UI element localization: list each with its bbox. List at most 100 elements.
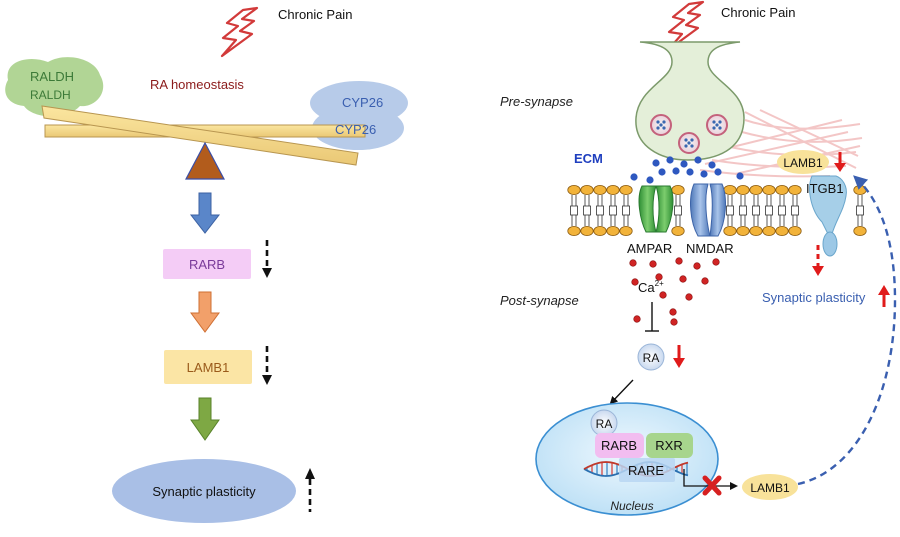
lipid-head — [567, 225, 581, 236]
plasticity-up-indicator — [305, 468, 315, 512]
raldh-label: RALDH — [30, 69, 74, 84]
ecm-fibers — [699, 109, 863, 178]
lipid-head — [762, 184, 776, 195]
itgb1-integrin — [809, 175, 847, 257]
ra-homeostasis-label: RA homeostasis — [150, 77, 244, 92]
lipid-head — [671, 225, 685, 236]
ampar-label: AMPAR — [627, 241, 672, 256]
chronic-pain-label-right: Chronic Pain — [721, 5, 795, 20]
seesaw-plank-tilted — [41, 105, 359, 166]
rarb-down-indicator — [262, 240, 272, 278]
synaptic-vesicles — [650, 114, 728, 154]
blocked-x-icon — [702, 475, 722, 496]
calcium-ions — [629, 257, 720, 326]
lipid-head — [580, 225, 594, 236]
lipid-head — [606, 184, 620, 195]
seesaw — [41, 105, 366, 180]
postsynaptic-membrane — [567, 184, 867, 236]
lipid-head — [593, 225, 607, 236]
synaptic-plasticity-right-label: Synaptic plasticity — [762, 290, 866, 305]
lipid-head — [775, 184, 789, 195]
lipid-head — [606, 225, 620, 236]
lipid-tail-box — [778, 205, 786, 216]
lipid-head — [593, 184, 607, 195]
rarb-nucleus-label: RARB — [601, 438, 637, 453]
lipid-tail-box — [765, 205, 773, 216]
chronic-pain-label: Chronic Pain — [278, 7, 352, 22]
lamb1-product-label: LAMB1 — [750, 481, 790, 495]
lamb1-ecm-label: LAMB1 — [783, 156, 823, 170]
pre-synapse-label: Pre-synapse — [500, 94, 573, 109]
lipid-tail-box — [570, 205, 578, 216]
transcription-arrow — [683, 469, 738, 490]
lamb1-ecm-node: LAMB1 — [777, 150, 829, 174]
raldh-enzyme: RALDH RALDH — [5, 57, 104, 117]
post-synapse-label: Post-synapse — [500, 293, 579, 308]
down-arrow-green-icon — [190, 397, 220, 441]
lamb1-box: LAMB1 — [164, 350, 252, 384]
ra-down-arrow-icon — [673, 345, 685, 368]
nmdar-label: NMDAR — [686, 241, 734, 256]
rarb-box: RARB — [163, 249, 251, 279]
lipid-tail-box — [726, 205, 734, 216]
lamb1-product-node: LAMB1 — [742, 474, 798, 500]
lipid-head — [736, 184, 750, 195]
lipid-head — [723, 184, 737, 195]
neurotransmitter-dots — [630, 156, 744, 184]
lipid-tail-box — [622, 205, 630, 216]
calcium-inhibition-symbol — [645, 302, 659, 332]
ra-nucleus-molecule: RA — [590, 409, 618, 437]
ra-nucleus-label: RA — [596, 417, 613, 431]
lipid-head — [580, 184, 594, 195]
lipid-head — [762, 225, 776, 236]
rarb-receptor-box: RARB — [595, 433, 644, 458]
lipid-head — [749, 184, 763, 195]
lipid-tail-box — [674, 205, 682, 216]
cyp26-label-back: CYP26 — [335, 122, 376, 137]
ra-label: RA — [643, 351, 660, 365]
seesaw-fulcrum — [185, 141, 225, 180]
nucleus-label: Nucleus — [610, 499, 653, 513]
itgb1-label: ITGB1 — [806, 181, 844, 196]
ecm-label: ECM — [574, 151, 603, 166]
synaptic-plasticity-label: Synaptic plasticity — [152, 484, 256, 499]
lipid-head — [723, 225, 737, 236]
lipid-head — [619, 225, 633, 236]
rxr-label: RXR — [655, 438, 682, 453]
nmdar-receptor — [690, 183, 726, 237]
lamb1-feedback-arrow — [797, 175, 897, 486]
lipid-head — [853, 225, 867, 236]
lipid-tail-box — [856, 205, 864, 216]
rare-box: RARE — [619, 458, 675, 482]
plasticity-up-arrow-icon — [878, 285, 890, 307]
down-arrow-orange-icon — [190, 291, 220, 333]
lipid-head — [788, 225, 802, 236]
ra-to-nucleus-arrow — [609, 379, 634, 405]
lipid-head — [619, 184, 633, 195]
lipid-head — [788, 184, 802, 195]
lipid-head — [736, 225, 750, 236]
ampar-receptor — [638, 185, 674, 233]
lamb1-label: LAMB1 — [187, 360, 230, 375]
integrin-signal-down-arrow-icon — [812, 245, 824, 276]
lipid-tail-box — [739, 205, 747, 216]
rare-label: RARE — [628, 463, 664, 478]
lipid-head — [749, 225, 763, 236]
lightning-bolt-icon — [220, 6, 259, 58]
lipid-tail-box — [583, 205, 591, 216]
lipid-tail-box — [752, 205, 760, 216]
lipid-head — [775, 225, 789, 236]
lipid-head — [671, 184, 685, 195]
lipid-tail-box — [596, 205, 604, 216]
down-arrow-blue-icon — [189, 192, 221, 234]
lipid-head — [567, 184, 581, 195]
calcium-label: Ca2+ — [638, 279, 664, 295]
lamb1-ecm-down-arrow-icon — [834, 152, 846, 172]
lightning-bolt-icon-right — [666, 0, 705, 52]
raldh-label-back: RALDH — [30, 88, 71, 102]
rxr-receptor-box: RXR — [646, 433, 693, 458]
synaptic-plasticity-ellipse: Synaptic plasticity — [112, 459, 296, 523]
lamb1-down-indicator — [262, 346, 272, 385]
